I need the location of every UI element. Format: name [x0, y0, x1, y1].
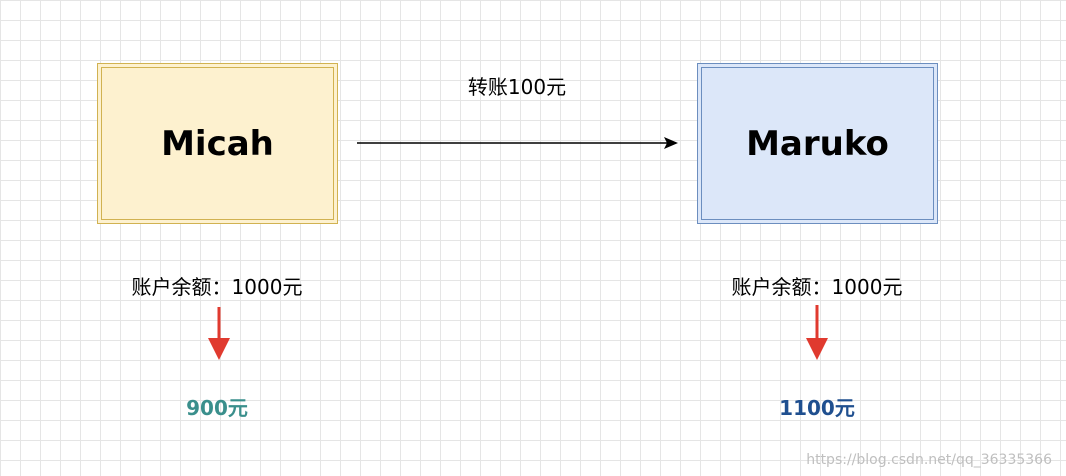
transfer-label: 转账100元	[467, 75, 567, 99]
sender-down-arrow	[208, 307, 230, 360]
sender-result: 900元	[186, 396, 248, 420]
receiver-node[interactable]: Maruko	[697, 63, 938, 224]
receiver-result: 1100元	[779, 396, 855, 420]
receiver-balance-label: 账户余额：1000元	[731, 275, 903, 299]
receiver-down-arrow	[806, 305, 828, 360]
watermark: https://blog.csdn.net/qq_36335366	[806, 452, 1052, 468]
sender-name: Micah	[161, 123, 274, 164]
receiver-name: Maruko	[746, 123, 889, 164]
sender-node[interactable]: Micah	[97, 63, 338, 224]
sender-balance-label: 账户余额：1000元	[131, 275, 303, 299]
